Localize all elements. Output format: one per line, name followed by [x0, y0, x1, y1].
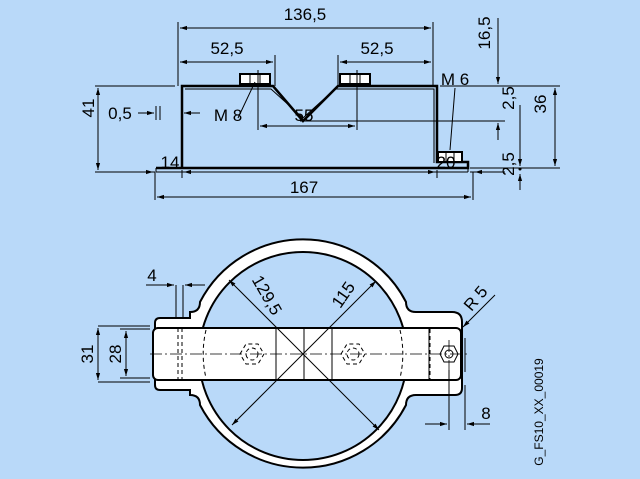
label-m8: M 8: [214, 106, 242, 125]
dim-2-5-top: 2,5: [499, 86, 518, 110]
dim-52-5-left: 52,5: [210, 39, 243, 58]
dim-55: 55: [295, 106, 314, 125]
nut-m8-right: [339, 73, 371, 85]
dim-31: 31: [78, 345, 97, 364]
dim-20: 20: [437, 153, 456, 172]
dim-8: 8: [481, 404, 490, 423]
dim-4: 4: [147, 266, 156, 285]
dim-52-5-right: 52,5: [360, 39, 393, 58]
bracket-profile: [156, 84, 470, 170]
dim-36: 36: [531, 95, 550, 114]
label-m6: M 6: [441, 70, 469, 89]
dim-41: 41: [79, 99, 98, 118]
dim-14: 14: [161, 153, 180, 172]
top-view: 136,5 52,5 52,5 41 0,5 M 8 55 M 6 14 20 …: [79, 5, 560, 200]
drawing-code: G_FS10_XX_00019: [532, 358, 546, 466]
dim-28: 28: [106, 345, 125, 364]
dim-2-5-bottom: 2,5: [499, 152, 518, 176]
nut-m8-left: [239, 73, 271, 85]
nut-m6: [437, 151, 463, 163]
dim-16-5: 16,5: [475, 16, 494, 49]
dim-136-5: 136,5: [284, 5, 327, 24]
dim-r5: R 5: [460, 282, 492, 314]
bolt-head: [439, 345, 459, 363]
front-view: 4 129,5 115 R 5 31 28 8 G_FS10_XX_00019: [78, 238, 546, 469]
dim-167: 167: [290, 178, 318, 197]
dim-0-5: 0,5: [108, 104, 132, 123]
